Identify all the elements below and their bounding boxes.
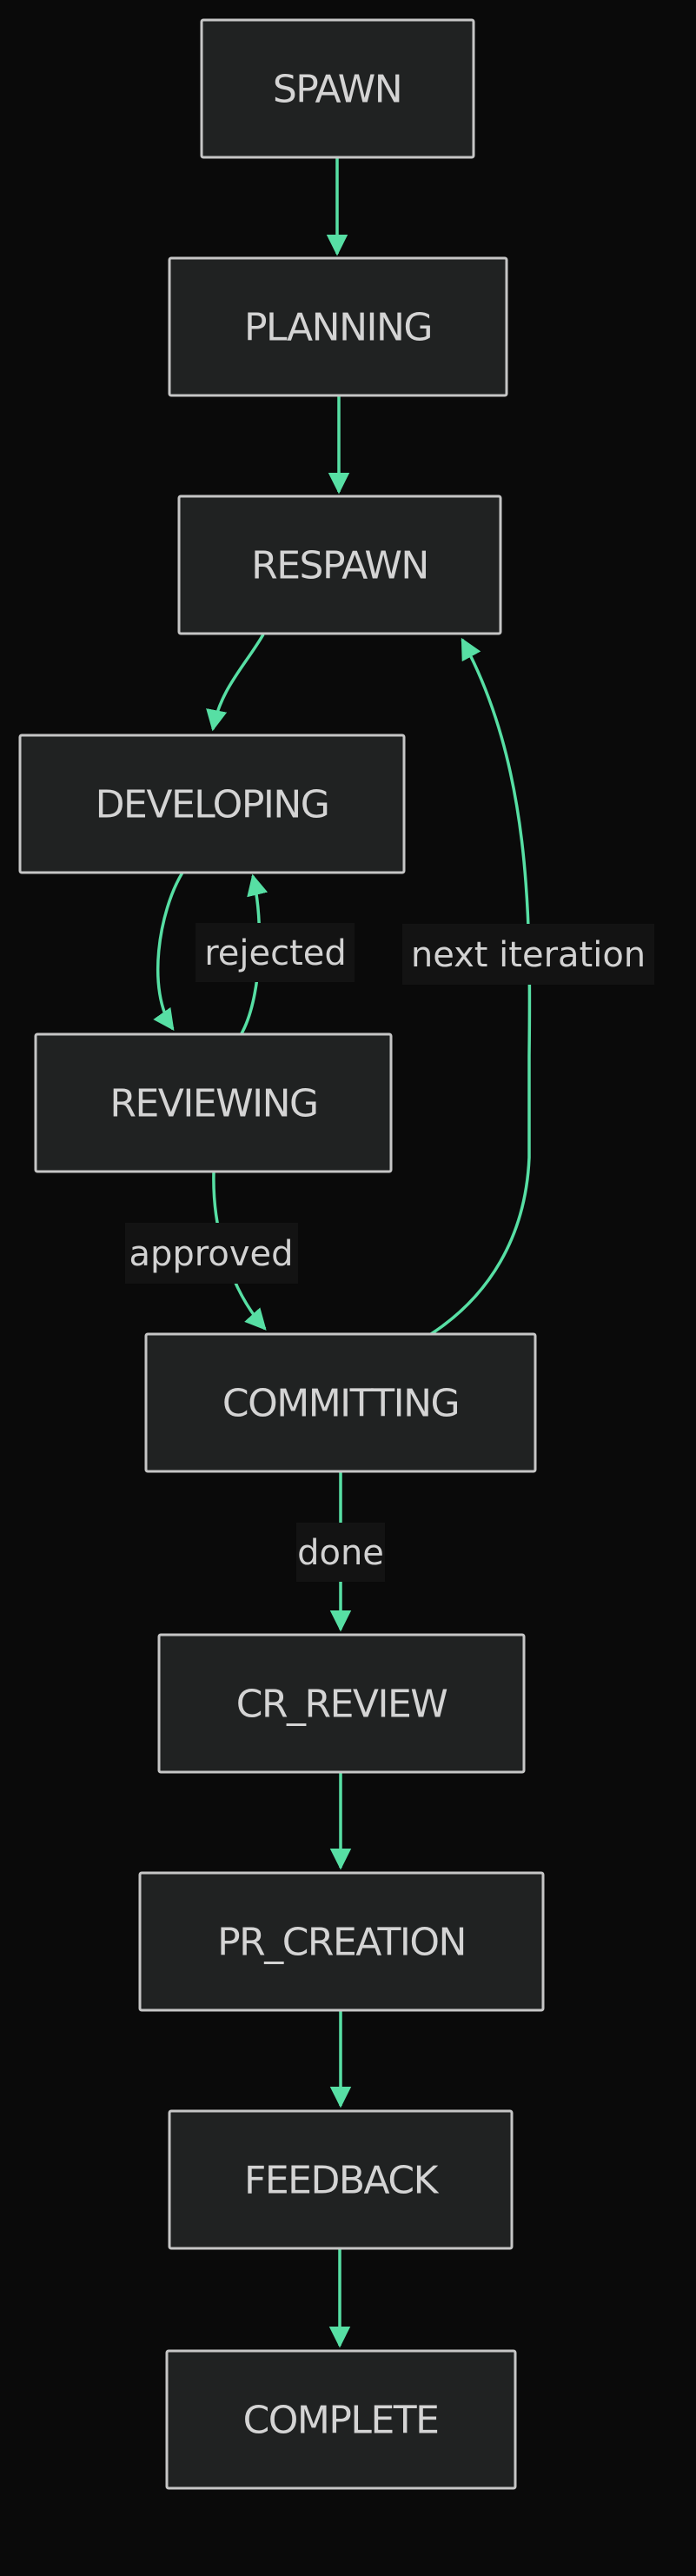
node-cr-review: CR_REVIEW <box>157 1633 526 1774</box>
edge-label-background <box>296 1523 385 1582</box>
edge-label-done: done <box>297 1533 384 1573</box>
edge-labels-layer: rejected next iteration approved done <box>125 923 654 1582</box>
node-reviewing: REVIEWING <box>34 1032 393 1173</box>
node-complete: COMPLETE <box>165 2349 517 2490</box>
node-label: CR_REVIEW <box>236 1683 448 1727</box>
edge-committing-respawn-next-iteration <box>430 637 532 1336</box>
node-pr-creation: PR_CREATION <box>138 1871 545 2012</box>
node-committing: COMMITTING <box>144 1332 537 1473</box>
edge-developing-reviewing <box>153 872 184 1032</box>
nodes-layer: SPAWN PLANNING RESPAWN DEVELOPING REVIEW… <box>18 18 545 2490</box>
node-respawn: RESPAWN <box>177 495 502 635</box>
edge-label-background <box>402 924 654 985</box>
node-planning: PLANNING <box>168 256 508 397</box>
edge-label-rejected: rejected <box>204 933 347 973</box>
node-spawn: SPAWN <box>200 18 475 159</box>
node-label: RESPAWN <box>251 544 428 588</box>
node-label: SPAWN <box>273 68 401 112</box>
node-label: FEEDBACK <box>244 2159 440 2203</box>
node-developing: DEVELOPING <box>18 734 406 874</box>
edge-label-background <box>196 923 355 982</box>
node-label: PR_CREATION <box>217 1921 466 1965</box>
node-label: PLANNING <box>244 306 432 350</box>
edge-respawn-developing <box>206 634 265 732</box>
node-label: COMMITTING <box>222 1382 459 1426</box>
node-label: REVIEWING <box>109 1082 317 1126</box>
node-label: COMPLETE <box>243 2399 439 2443</box>
edge-label-background <box>125 1223 298 1284</box>
edge-label-next-iteration: next iteration <box>411 935 646 975</box>
edge-label-approved: approved <box>129 1234 293 1274</box>
node-feedback: FEEDBACK <box>168 2109 514 2250</box>
node-label: DEVELOPING <box>96 783 329 827</box>
